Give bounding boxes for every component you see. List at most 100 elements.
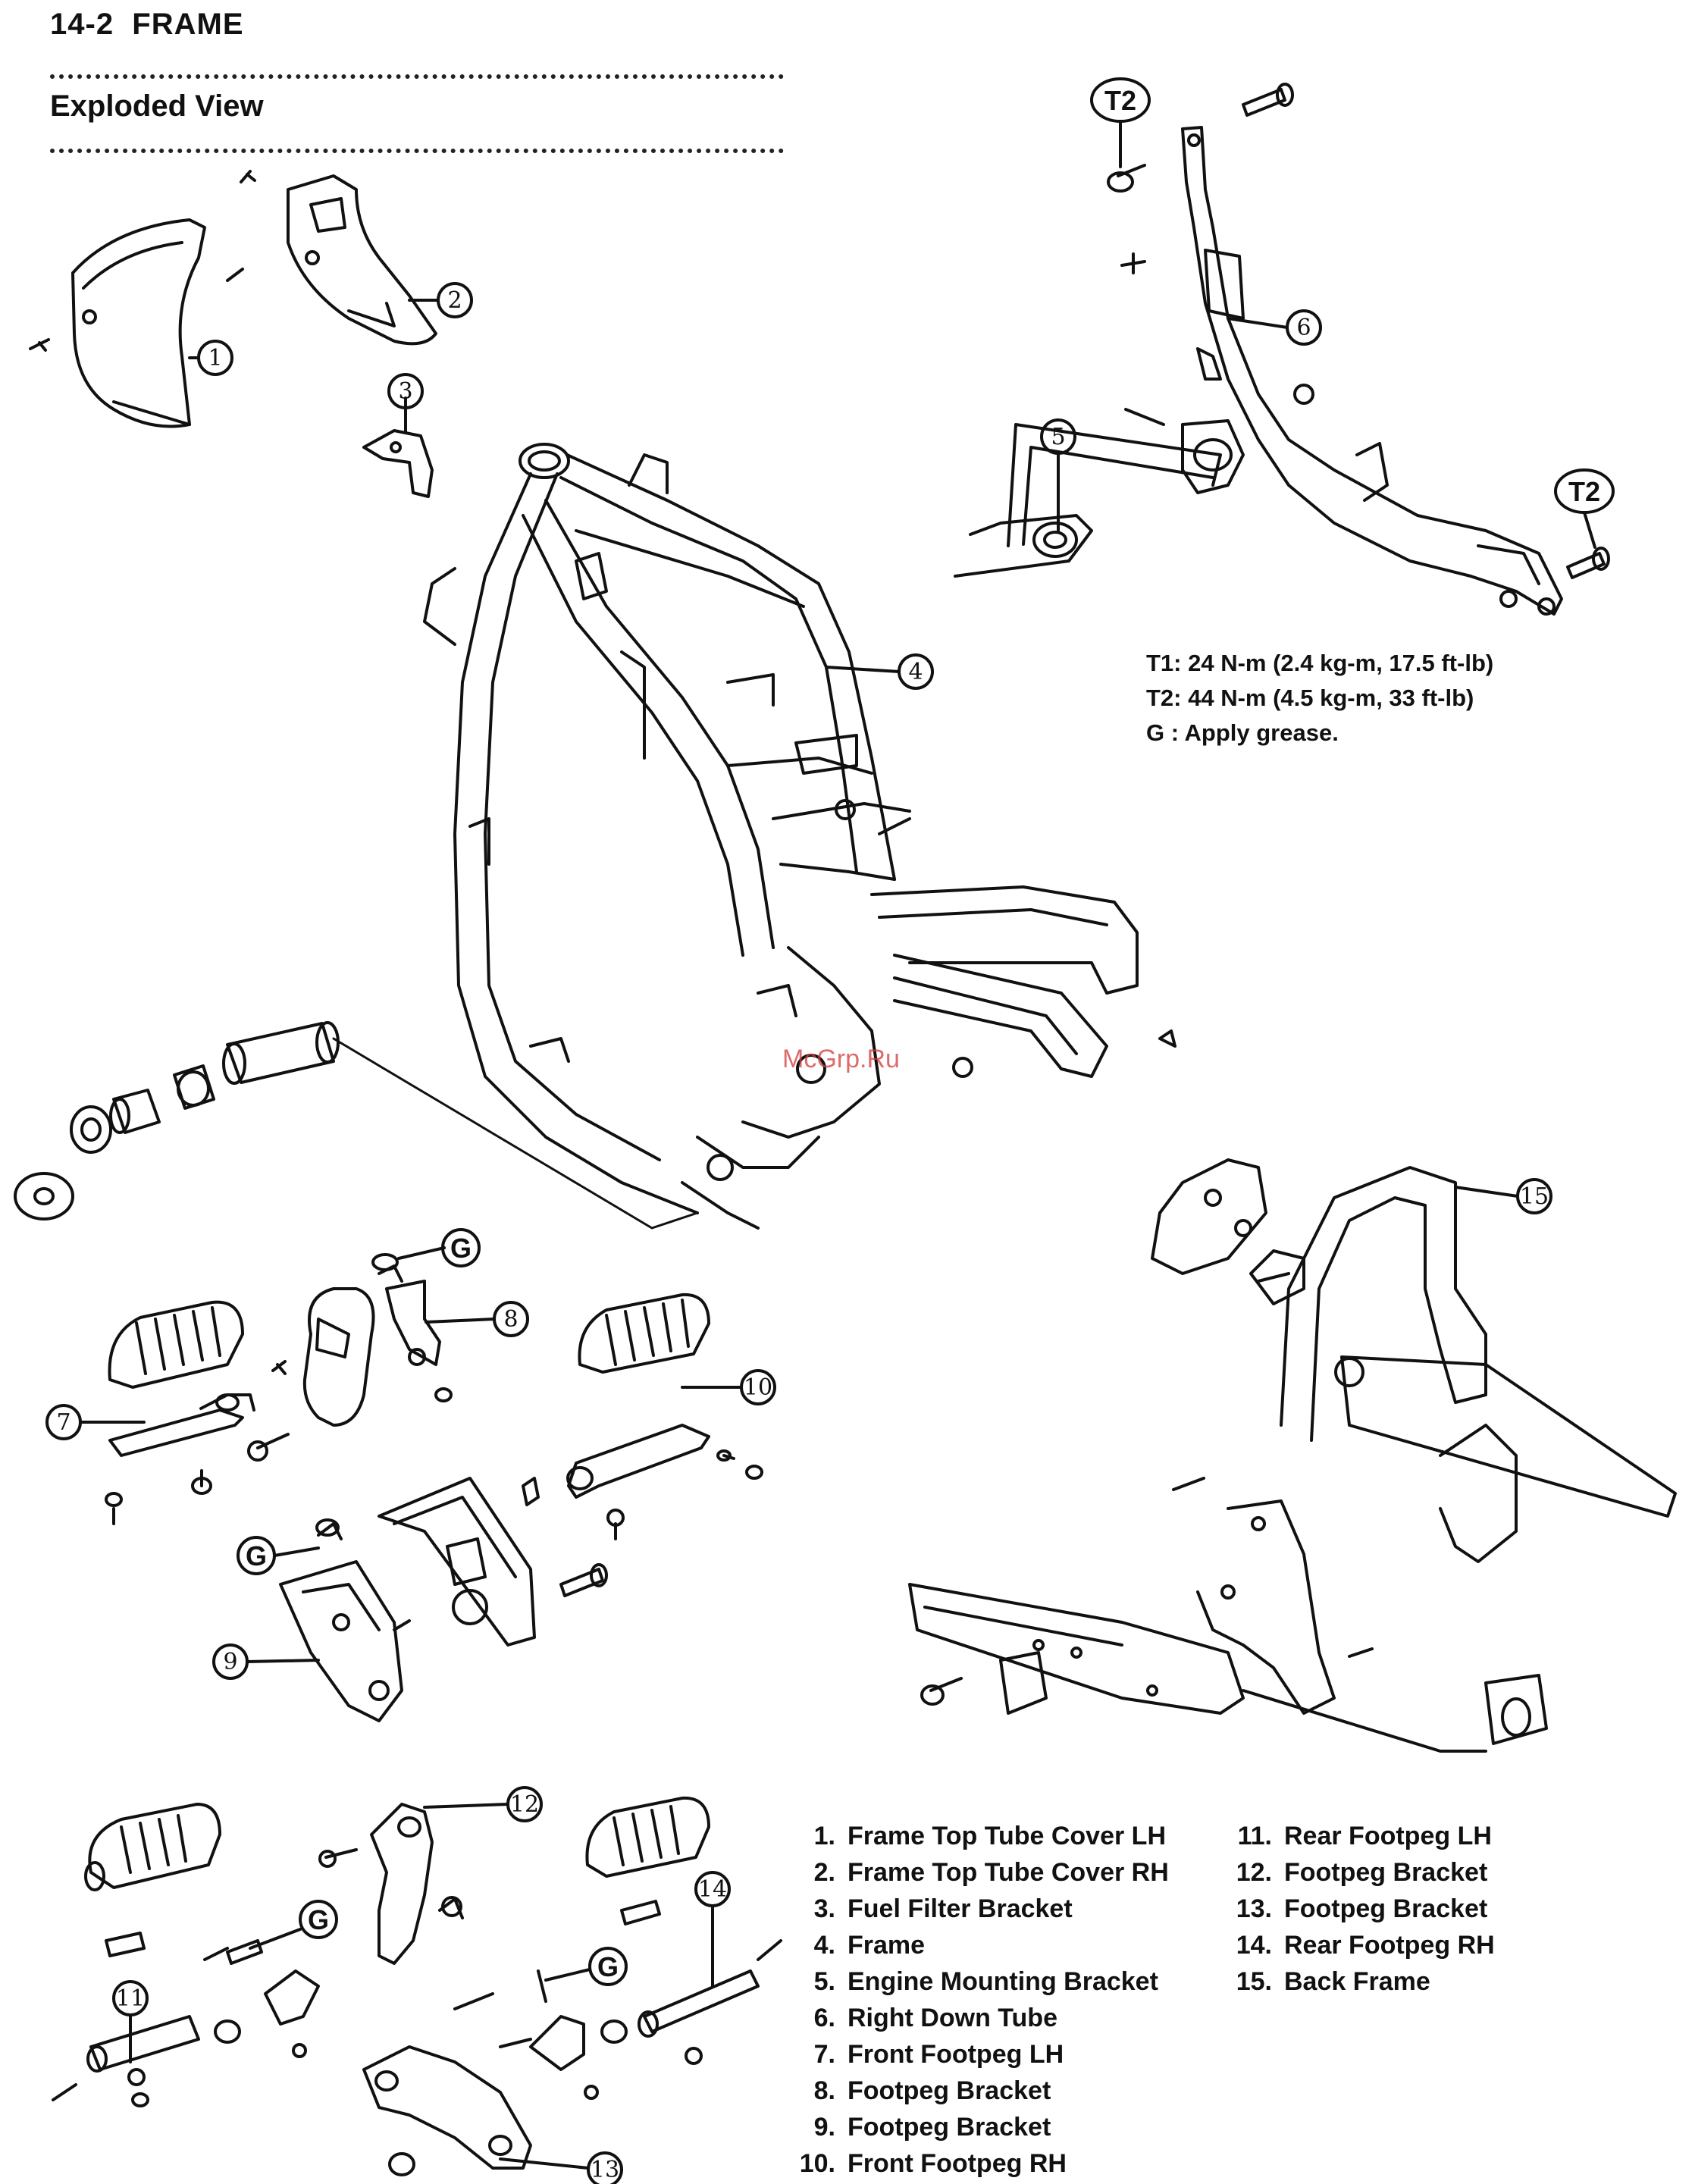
footpeg-bracket-12 <box>214 1803 464 2058</box>
legend-item: 15.Back Frame <box>1225 1963 1495 2000</box>
legend-num: 2. <box>813 1858 835 1887</box>
footpeg-bracket-8 <box>271 1253 453 1427</box>
callout-5-label: 5 <box>1051 424 1065 450</box>
rear-footpeg-lh <box>52 1803 229 2107</box>
callout-11: 11 <box>112 1980 149 2063</box>
callout-4: 4 <box>825 653 934 690</box>
legend-name: Frame Top Tube Cover LH <box>848 1822 1167 1850</box>
top-divider <box>50 74 784 79</box>
legend-name: Front Footpeg LH <box>848 2040 1064 2069</box>
callout-1: 1 <box>188 340 233 376</box>
callout-9-label: 9 <box>223 1649 237 1675</box>
frame-top-tube-cover-lh <box>29 218 206 428</box>
engine-mounting-bracket <box>954 408 1245 578</box>
callouts: 1 2 3 4 5 6 7 <box>45 282 1552 2184</box>
grease-marker-8-label: G <box>450 1233 472 1264</box>
frame-top-tube-cover-rh <box>226 170 437 346</box>
watermark: McGrp.Ru <box>782 1045 900 1073</box>
grease-marker-8: G <box>397 1228 481 1267</box>
parts-legend-left: 1. Frame Top Tube Cover LH 2. Frame Top Tu… <box>788 1818 1169 2182</box>
steering-bearing-parts <box>14 1021 699 1230</box>
callout-6: 6 <box>1227 309 1322 346</box>
callout-13: 13 <box>499 2151 623 2184</box>
callout-1-label: 1 <box>208 345 222 371</box>
legend-name: Back Frame <box>1284 1967 1430 1996</box>
callout-15: 15 <box>1454 1178 1552 1214</box>
legend-name: Engine Mounting Bracket <box>848 1967 1158 1996</box>
grease-marker-9-label: G <box>246 1540 267 1571</box>
callout-8-label: 8 <box>503 1306 518 1333</box>
grease-marker-14: G <box>544 1947 628 1986</box>
callout-15-label: 15 <box>1520 1183 1549 1210</box>
footpeg-bracket-9 <box>279 1477 608 1722</box>
legend-num: 6. <box>813 2004 835 2032</box>
legend-item: 12.Footpeg Bracket <box>1225 1854 1495 1891</box>
callout-10-label: 10 <box>744 1374 772 1401</box>
page-header: 14-2 FRAME <box>50 8 244 42</box>
callout-12: 12 <box>423 1786 543 1822</box>
legend-name: Frame Top Tube Cover RH <box>848 1858 1169 1887</box>
legend-item: 3. Fuel Filter Bracket <box>788 1891 1169 1927</box>
legend-num: 11. <box>1237 1822 1272 1850</box>
callout-13-label: 13 <box>591 2157 619 2183</box>
grease-marker-9: G <box>237 1536 320 1575</box>
legend-item: 9.Footpeg Bracket <box>788 2109 1169 2145</box>
legend-name: Front Footpeg RH <box>848 2149 1067 2178</box>
side-cover <box>1151 1029 1305 1305</box>
grease-marker-12: G <box>249 1900 338 1950</box>
t2-marker-top-label: T2 <box>1104 85 1136 116</box>
front-footpeg-rh <box>522 1293 763 1540</box>
callout-2-label: 2 <box>447 287 462 314</box>
callout-9: 9 <box>212 1643 320 1680</box>
legend-item: 1. Frame Top Tube Cover LH <box>788 1818 1169 1854</box>
legend-num: 3. <box>813 1894 835 1923</box>
torque-notes: T1: 24 N-m (2.4 kg-m, 17.5 ft-lb) T2: 44… <box>1146 646 1493 750</box>
callout-10: 10 <box>681 1369 776 1405</box>
callout-7-label: 7 <box>56 1409 70 1436</box>
legend-name: Frame <box>848 1931 926 1960</box>
legend-num: 13. <box>1236 1894 1272 1923</box>
page-title: FRAME <box>132 8 244 41</box>
legend-num: 8. <box>813 2076 835 2105</box>
callout-5: 5 <box>1040 418 1076 532</box>
callout-14-label: 14 <box>698 1876 727 1903</box>
legend-name: Right Down Tube <box>848 2004 1057 2032</box>
legend-item: 4. Frame <box>788 1927 1169 1963</box>
callout-12-label: 12 <box>510 1791 539 1818</box>
legend-num: 5. <box>813 1967 835 1996</box>
legend-name: Footpeg Bracket <box>1284 1858 1488 1887</box>
legend-name: Rear Footpeg RH <box>1284 1931 1495 1960</box>
right-down-tube <box>1120 126 1563 616</box>
legend-name: Rear Footpeg LH <box>1284 1822 1492 1850</box>
t2-marker-right-label: T2 <box>1568 476 1600 507</box>
legend-num: 1. <box>813 1822 835 1850</box>
front-footpeg-lh <box>105 1300 290 1525</box>
callout-11-label: 11 <box>116 1985 145 2012</box>
torque-note-t2: T2: 44 N-m (4.5 kg-m, 33 ft-lb) <box>1146 685 1474 711</box>
legend-item: 10. Front Footpeg RH <box>788 2145 1169 2182</box>
t2-marker-top: T2 <box>1090 77 1151 168</box>
legend-item: 7.Front Footpeg LH <box>788 2036 1169 2073</box>
legend-name: Footpeg Bracket <box>1284 1894 1488 1923</box>
legend-item: 2. Frame Top Tube Cover RH <box>788 1854 1169 1891</box>
callout-2: 2 <box>408 282 473 318</box>
legend-item: 5. Engine Mounting Bracket <box>788 1963 1169 2000</box>
legend-item: 14.Rear Footpeg RH <box>1225 1927 1495 1963</box>
legend-name: Fuel Filter Bracket <box>848 1894 1073 1923</box>
callout-8: 8 <box>425 1301 529 1337</box>
frame <box>423 443 1139 1230</box>
torque-markers: T2 T2 <box>1090 77 1615 549</box>
legend-name: Footpeg Bracket <box>848 2076 1051 2105</box>
rear-footpeg-rh <box>585 1796 782 2065</box>
legend-num: 10. <box>799 2149 835 2178</box>
callout-3: 3 <box>387 373 424 434</box>
callout-7: 7 <box>45 1404 146 1440</box>
grease-marker-12-label: G <box>308 1904 329 1935</box>
section-divider <box>50 149 784 153</box>
legend-num: 4. <box>813 1931 835 1960</box>
legend-item: 13. Footpeg Bracket <box>1225 1891 1495 1927</box>
grease-marker-14-label: G <box>597 1951 619 1982</box>
page-number: 14-2 <box>50 8 114 41</box>
torque-note-grease: G : Apply grease. <box>1146 719 1339 746</box>
